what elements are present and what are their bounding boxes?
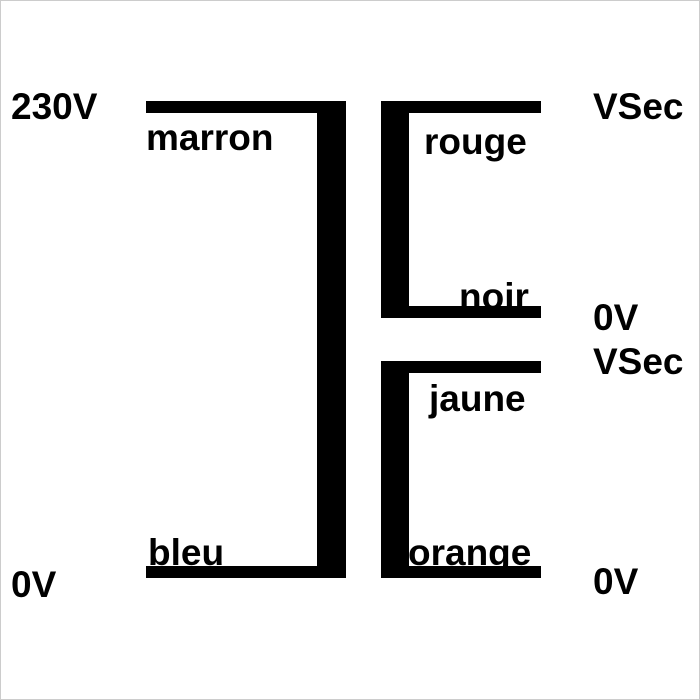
secondary1-top-wire-label: rouge bbox=[424, 121, 527, 162]
primary-top-wire-line bbox=[146, 101, 346, 113]
secondary2-top-wire-label: jaune bbox=[429, 378, 526, 419]
secondary2-bottom-terminal-label: 0V bbox=[593, 561, 639, 602]
primary-bottom-wire-line bbox=[146, 566, 346, 578]
secondary1-top-terminal-label: VSec bbox=[593, 86, 684, 127]
secondary1-bottom-terminal-label: 0V bbox=[593, 297, 639, 338]
secondary1-winding-bar bbox=[381, 101, 409, 318]
primary-winding-bar bbox=[317, 101, 346, 578]
secondary2-top-terminal-label: VSec bbox=[593, 341, 684, 382]
primary-bottom-terminal-label: 0V bbox=[11, 564, 57, 605]
secondary2-bottom-wire-line bbox=[381, 566, 541, 578]
secondary1-bottom-wire-line bbox=[381, 306, 541, 318]
primary-top-wire-label: marron bbox=[146, 117, 274, 158]
secondary1-top-wire-line bbox=[381, 101, 541, 113]
secondary1-bottom-wire-label: noir bbox=[459, 276, 529, 317]
secondary2-bottom-wire-label: orange bbox=[408, 532, 532, 573]
primary-top-terminal-label: 230V bbox=[11, 86, 98, 127]
secondary2-winding-bar bbox=[381, 361, 409, 578]
primary-bottom-wire-label: bleu bbox=[148, 532, 225, 573]
secondary2-top-wire-line bbox=[381, 361, 541, 373]
